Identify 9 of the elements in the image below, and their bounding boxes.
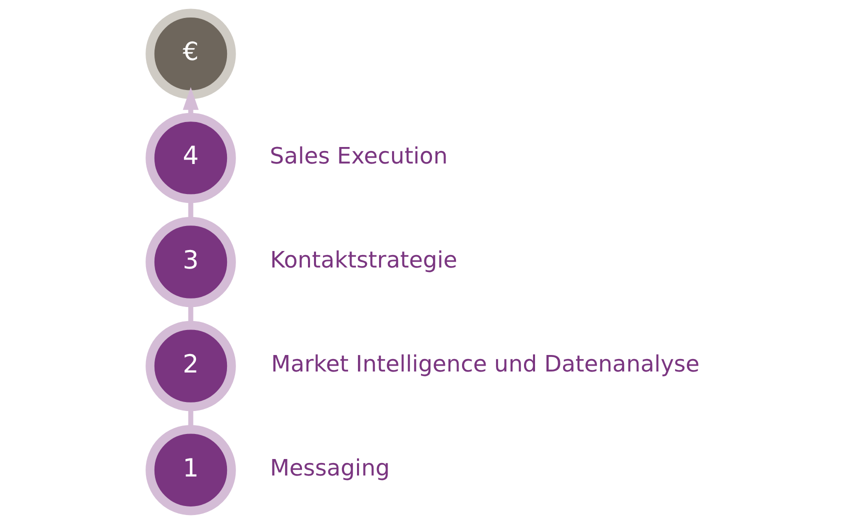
- node-label: Kontaktstrategie: [270, 248, 458, 274]
- node-label: Market Intelligence und Datenanalyse: [271, 352, 700, 378]
- node-circle: 1: [146, 424, 236, 516]
- node-circle: 3: [146, 216, 236, 308]
- node-circle: 4: [146, 112, 236, 204]
- node-label: Sales Execution: [270, 143, 448, 170]
- node-circle: 2: [146, 320, 236, 412]
- node-circle: €: [146, 8, 236, 100]
- node-label: Messaging: [270, 456, 390, 482]
